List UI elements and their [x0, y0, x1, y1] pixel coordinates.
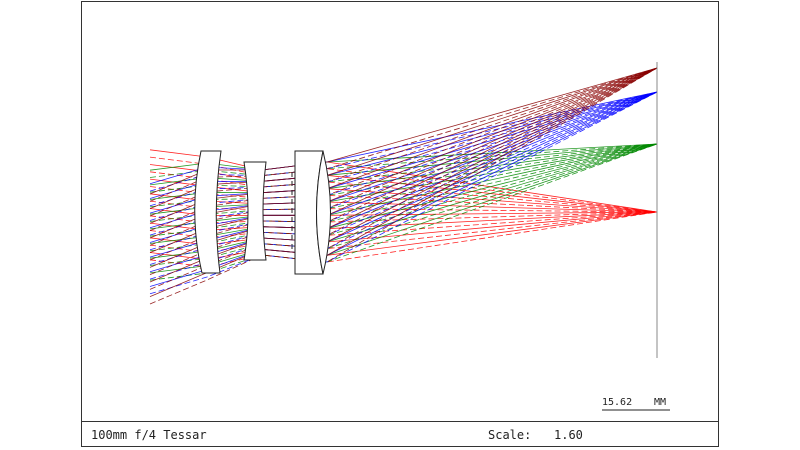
- lens-title: 100mm f/4 Tessar: [91, 428, 207, 442]
- ray-line: [149, 91, 658, 221]
- lens-element-4: [316, 150, 331, 275]
- ray-line: [149, 143, 658, 208]
- ray-line: [149, 91, 658, 251]
- lens-element-2: [243, 161, 267, 261]
- scale-value: 1.60: [554, 428, 583, 442]
- ray-line: [149, 67, 658, 202]
- ray-line: [149, 91, 658, 236]
- ray-line: [149, 91, 658, 265]
- ray-line: [149, 67, 658, 210]
- lens-layout-drawing: [149, 62, 670, 411]
- ray-line: [149, 91, 658, 258]
- ray-line: [149, 91, 658, 207]
- footer-bar: 100mm f/4 Tessar Scale: 1.60: [82, 421, 718, 446]
- lens-elements: [194, 150, 331, 275]
- ray-line: [149, 91, 658, 192]
- scale-label: Scale:: [488, 428, 532, 442]
- scale-bar-value: 15.62: [602, 397, 633, 408]
- ray-fans: [149, 67, 658, 305]
- ray-line: [149, 67, 658, 261]
- layout-frame: 15.62 MM 100mm f/4 Tessar Scale: 1.60: [81, 1, 719, 447]
- lens-element-1: [194, 150, 222, 274]
- scale-bar-unit: MM: [654, 397, 667, 408]
